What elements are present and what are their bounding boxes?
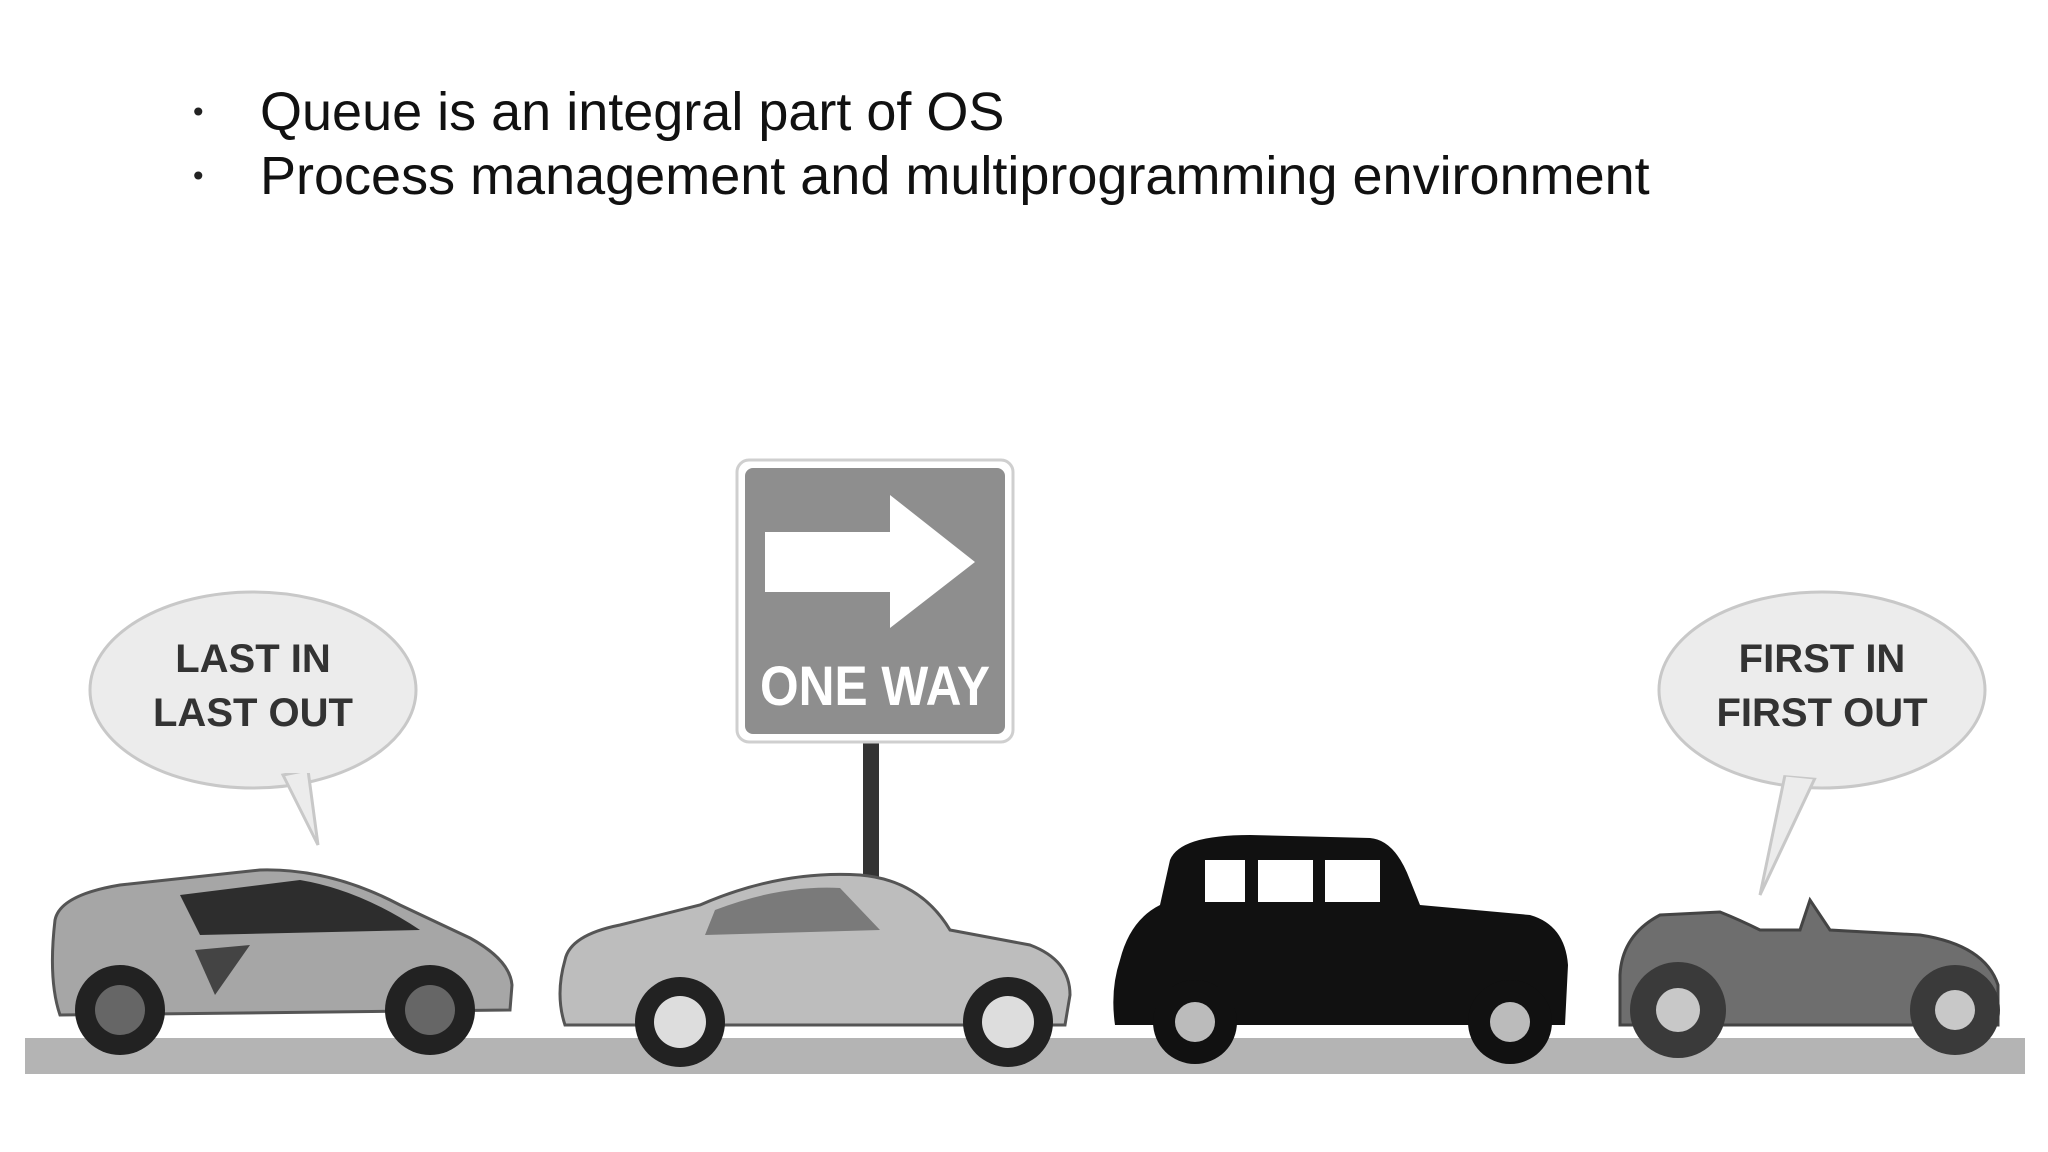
vintage-car-icon: [1113, 835, 1568, 1064]
bullet-dot-icon: •: [190, 95, 207, 129]
left-speech-bubble: LAST IN LAST OUT: [88, 590, 418, 846]
sports-car-icon: [50, 868, 514, 1055]
arrow-right-icon: [765, 495, 975, 628]
roadster-car-icon: [1618, 896, 2000, 1058]
right-bubble-line2: FIRST OUT: [1716, 691, 1927, 735]
bullet-text: Queue is an integral part of OS: [260, 82, 1005, 142]
bullet-text: Process management and multiprogramming …: [260, 146, 1650, 206]
sign-post: [863, 742, 879, 892]
left-bubble-line1: LAST IN: [175, 637, 331, 681]
sign-label: ONE WAY: [760, 654, 990, 717]
right-bubble-line1: FIRST IN: [1739, 637, 1906, 681]
bullet-item: • Queue is an integral part of OS: [190, 80, 1890, 144]
left-bubble-line2: LAST OUT: [153, 691, 353, 735]
bullet-dot-icon: •: [190, 159, 207, 193]
sedan-car-icon: [558, 872, 1072, 1067]
bullet-list: • Queue is an integral part of OS • Proc…: [190, 80, 1890, 208]
right-speech-bubble: FIRST IN FIRST OUT: [1657, 590, 1987, 896]
one-way-sign: ONE WAY: [735, 458, 1015, 744]
bullet-item: • Process management and multiprogrammin…: [190, 144, 1890, 208]
